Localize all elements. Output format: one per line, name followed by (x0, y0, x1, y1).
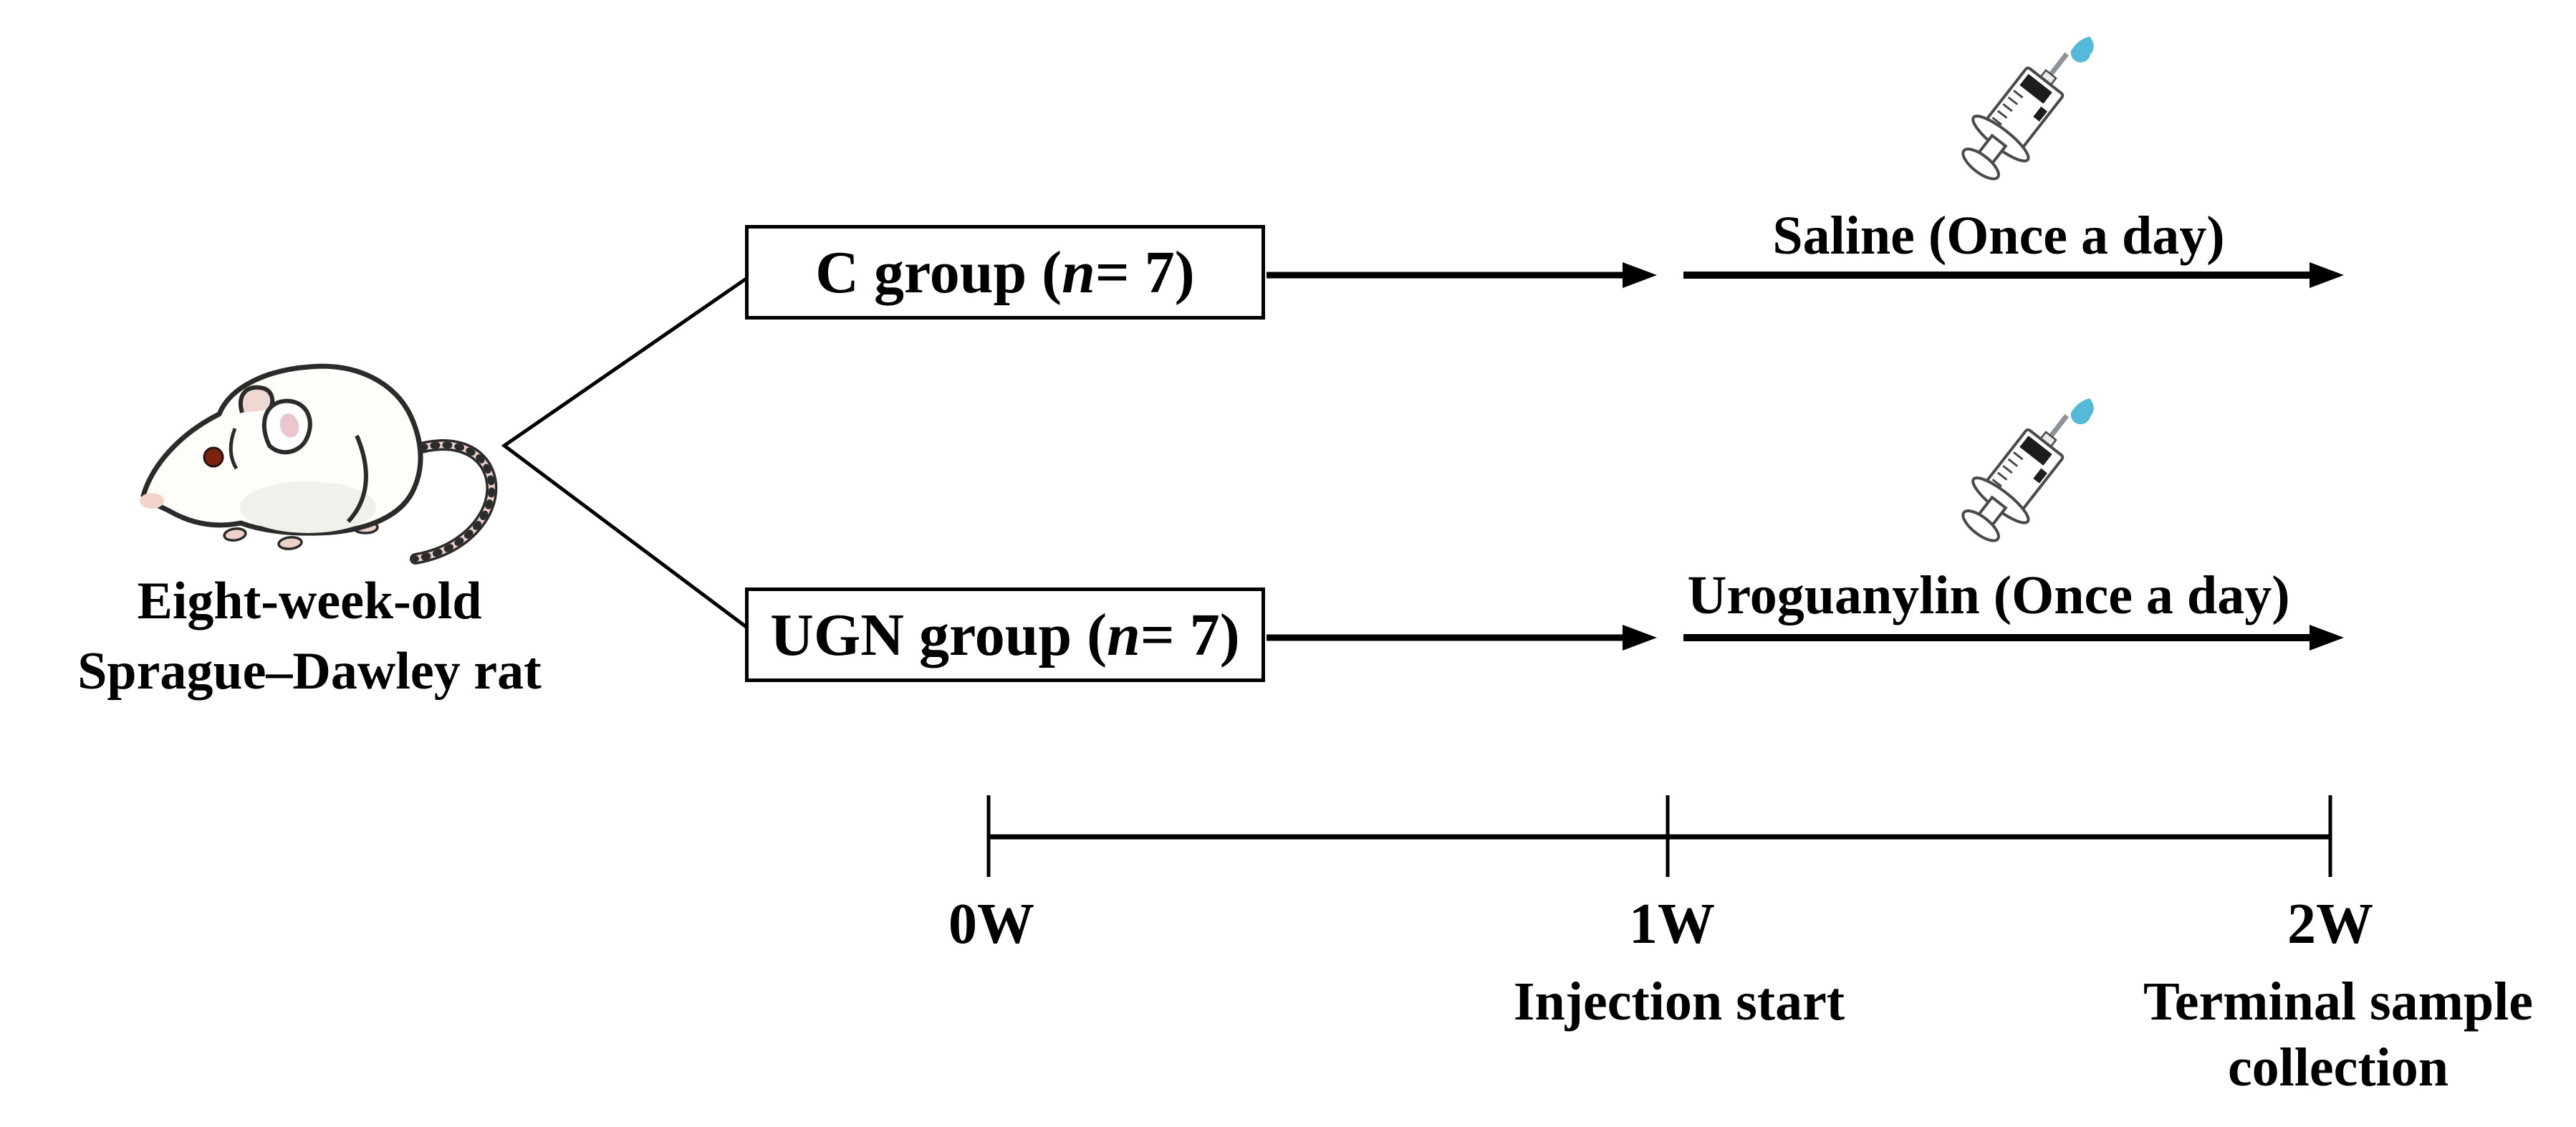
group-box-c: C group (n = 7) (745, 225, 1265, 320)
rat-ear-blush (279, 413, 299, 438)
group-ugn-label-suffix: = 7) (1140, 601, 1240, 668)
syringe-icon (1931, 32, 2102, 204)
rat-nose (140, 493, 164, 509)
week-label-2w: 2W (2287, 893, 2373, 956)
group-c-label-suffix: = 7) (1095, 239, 1195, 306)
group-ugn-label-n: n (1107, 601, 1140, 668)
timeline-note-terminal-line1: Terminal sample (2143, 972, 2533, 1032)
flow-arrow-ugn-1 (1267, 625, 1657, 651)
timeline-note-terminal: Terminal sample collection (2143, 969, 2533, 1100)
rat-eye (203, 446, 224, 468)
flow-arrow-ugn-2 (1683, 625, 2344, 651)
timeline-note-injection-start: Injection start (1513, 972, 1845, 1032)
timeline-note-terminal-line2: collection (2227, 1037, 2449, 1098)
week-label-1w: 1W (1629, 893, 1715, 956)
week-label-0w: 0W (948, 893, 1034, 956)
syringe-icon (1931, 394, 2102, 566)
flow-arrow-c-2 (1683, 262, 2344, 288)
subject-label: Eight-week-old Sprague–Dawley rat (77, 566, 541, 706)
group-box-ugn: UGN group (n = 7) (745, 588, 1265, 682)
branch-lines (501, 276, 749, 630)
group-c-label-n: n (1062, 239, 1095, 306)
group-ugn-label-prefix: UGN group ( (770, 601, 1107, 668)
rat-contours (229, 428, 368, 524)
rat-tail (404, 439, 498, 565)
treatment-label-saline: Saline (Once a day) (1772, 206, 2225, 266)
rat-ear-back (239, 385, 275, 413)
group-c-label-prefix: C group ( (815, 239, 1062, 306)
subject-label-line1: Eight-week-old (137, 572, 482, 630)
rat-illustration (140, 363, 498, 565)
flow-arrow-c-1 (1267, 262, 1657, 288)
treatment-label-uroguanylin: Uroguanylin (Once a day) (1687, 565, 2290, 625)
timeline-axis (986, 795, 2332, 877)
rat-belly-shade (240, 481, 376, 533)
subject-label-line2: Sprague–Dawley rat (77, 642, 542, 701)
